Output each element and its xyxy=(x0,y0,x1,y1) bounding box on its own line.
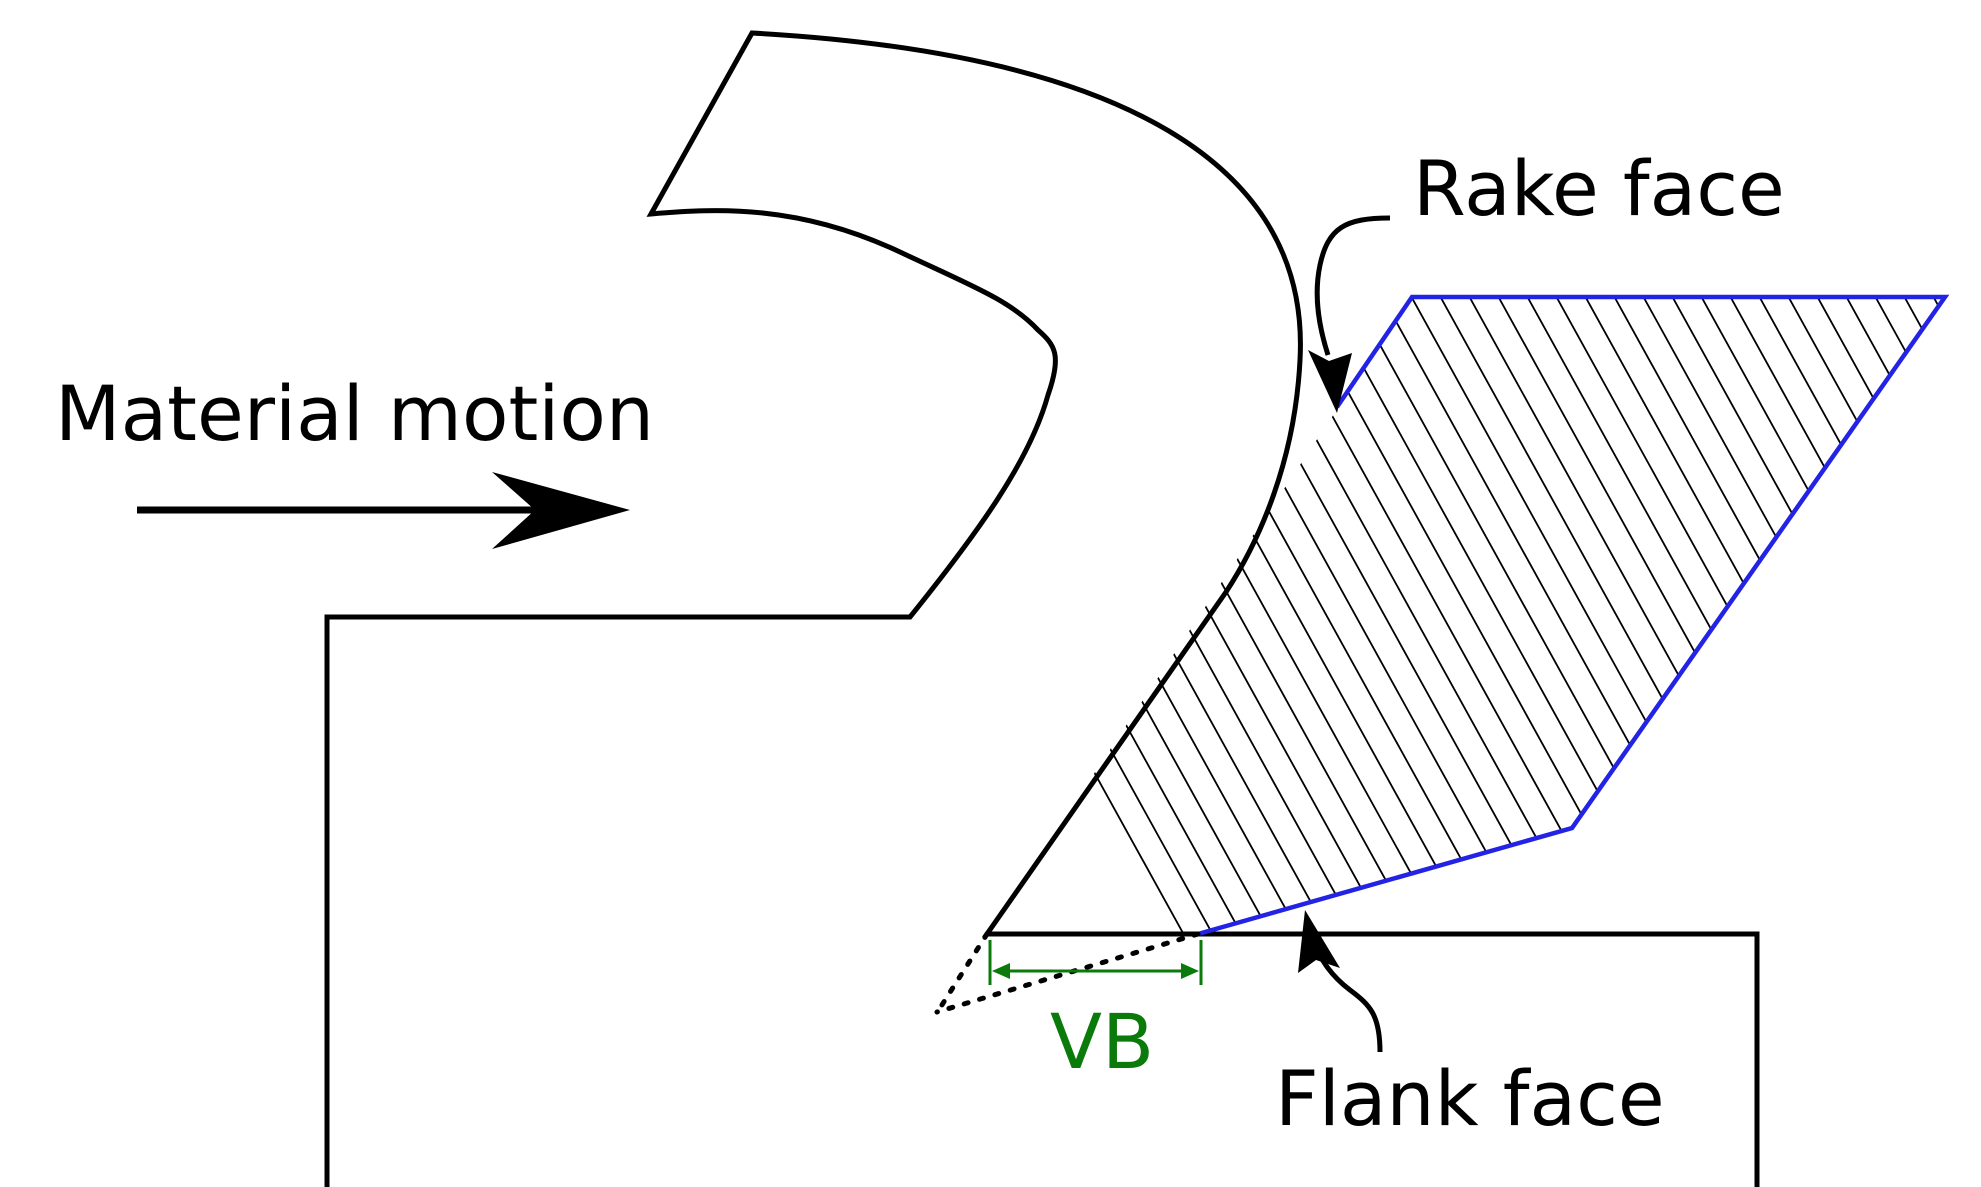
hatch-line xyxy=(1960,240,1981,1000)
hatch-line xyxy=(987,297,1250,934)
hatch-line xyxy=(1379,297,1801,934)
hatch-line xyxy=(1060,297,1482,934)
rake-face-label: Rake face xyxy=(1413,144,1785,233)
hatch-line xyxy=(987,297,1308,934)
hatch-line xyxy=(1292,297,1714,934)
hatch-line xyxy=(1843,297,1945,934)
hatch-line xyxy=(987,297,1279,934)
hatch-line xyxy=(1872,297,1945,934)
hatch-line xyxy=(1408,297,1830,934)
hatch-line xyxy=(1901,297,1945,934)
original-edge-dotted xyxy=(937,931,990,1011)
hatch-line xyxy=(1031,297,1453,934)
hatch-line xyxy=(987,297,1337,934)
material-motion-arrow xyxy=(137,472,630,549)
vb-label: VB xyxy=(1050,997,1154,1086)
hatch-line xyxy=(1437,297,1859,934)
hatch-line xyxy=(1930,297,1945,934)
vb-dimension xyxy=(988,940,1203,985)
flank-face-label: Flank face xyxy=(1275,1054,1665,1143)
original-flank-dotted xyxy=(934,931,1201,1015)
hatch-line xyxy=(1524,297,1945,934)
hatch-line xyxy=(1814,297,1945,934)
hatch-line xyxy=(1785,297,1945,934)
hatch-line xyxy=(1756,297,1945,934)
hatch-line xyxy=(1176,297,1598,934)
rake-face-leader-arrow xyxy=(1308,215,1391,413)
hatch-line xyxy=(1147,297,1569,934)
flank-face-leader-arrow xyxy=(1298,910,1383,1053)
hatch-line xyxy=(987,297,1395,934)
hatch-line xyxy=(1611,297,1945,934)
hatch-line xyxy=(1553,297,1945,934)
material-motion-label: Material motion xyxy=(55,369,654,458)
tool-hatching xyxy=(987,240,1981,1000)
hatch-line xyxy=(1582,297,1945,934)
hatch-line xyxy=(1640,297,1945,934)
hatch-line xyxy=(1350,297,1772,934)
hatch-line xyxy=(1466,297,1888,934)
hatch-line xyxy=(1205,297,1627,934)
hatch-line xyxy=(1698,297,1945,934)
hatch-line xyxy=(987,297,1221,934)
hatch-line xyxy=(1495,297,1917,934)
hatch-line xyxy=(1321,297,1743,934)
workpiece-outline xyxy=(324,30,1760,1187)
hatch-line xyxy=(1727,297,1945,934)
tool-outline xyxy=(1197,294,1950,937)
